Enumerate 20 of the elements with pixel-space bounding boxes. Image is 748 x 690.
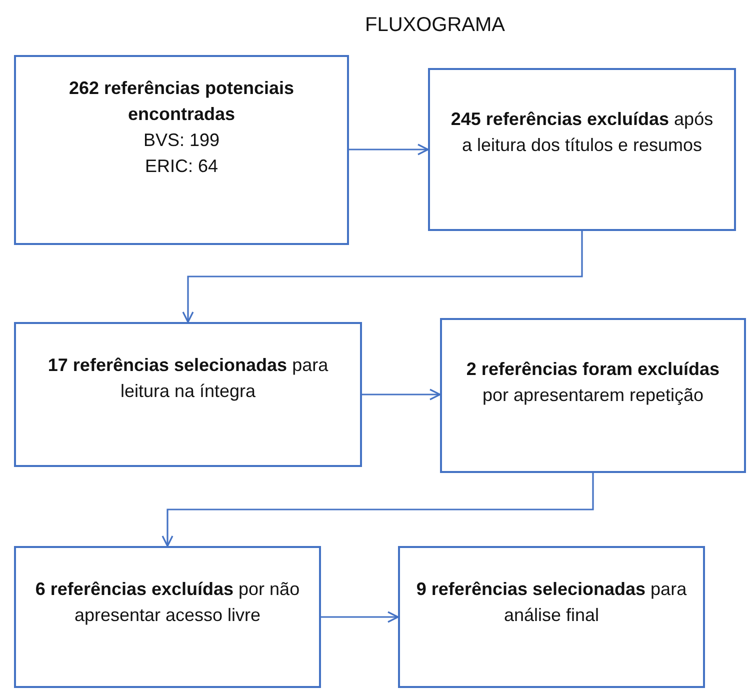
box-heading: 262 referências potenciais encontradas bbox=[68, 77, 296, 126]
process-box bbox=[398, 546, 705, 688]
arrow bbox=[362, 388, 441, 400]
process-box bbox=[428, 68, 736, 231]
diagram-title: FLUXOGRAMA bbox=[364, 14, 506, 37]
arrow bbox=[321, 611, 399, 623]
arrow bbox=[349, 144, 429, 156]
process-box bbox=[440, 318, 746, 473]
process-box bbox=[14, 546, 321, 688]
arrow bbox=[182, 231, 583, 323]
box-text: 245 referências excluídas após a leitura dos títulos e resumos bbox=[450, 108, 714, 157]
box-text: 17 referências selecionadas para leitura na íntegra bbox=[46, 354, 330, 403]
arrow bbox=[162, 473, 594, 547]
box-text: ERIC: 64 bbox=[144, 155, 220, 178]
box-text: 9 referências selecionadas para análise final bbox=[415, 578, 688, 627]
process-box bbox=[14, 322, 362, 467]
process-box bbox=[14, 55, 349, 245]
box-text: BVS: 199 bbox=[142, 129, 221, 152]
box-text: 6 referências excluídas por não apresentar acesso livre bbox=[34, 578, 301, 627]
box-text: 2 referências foram excluídas por apresentarem repetição bbox=[465, 358, 721, 407]
